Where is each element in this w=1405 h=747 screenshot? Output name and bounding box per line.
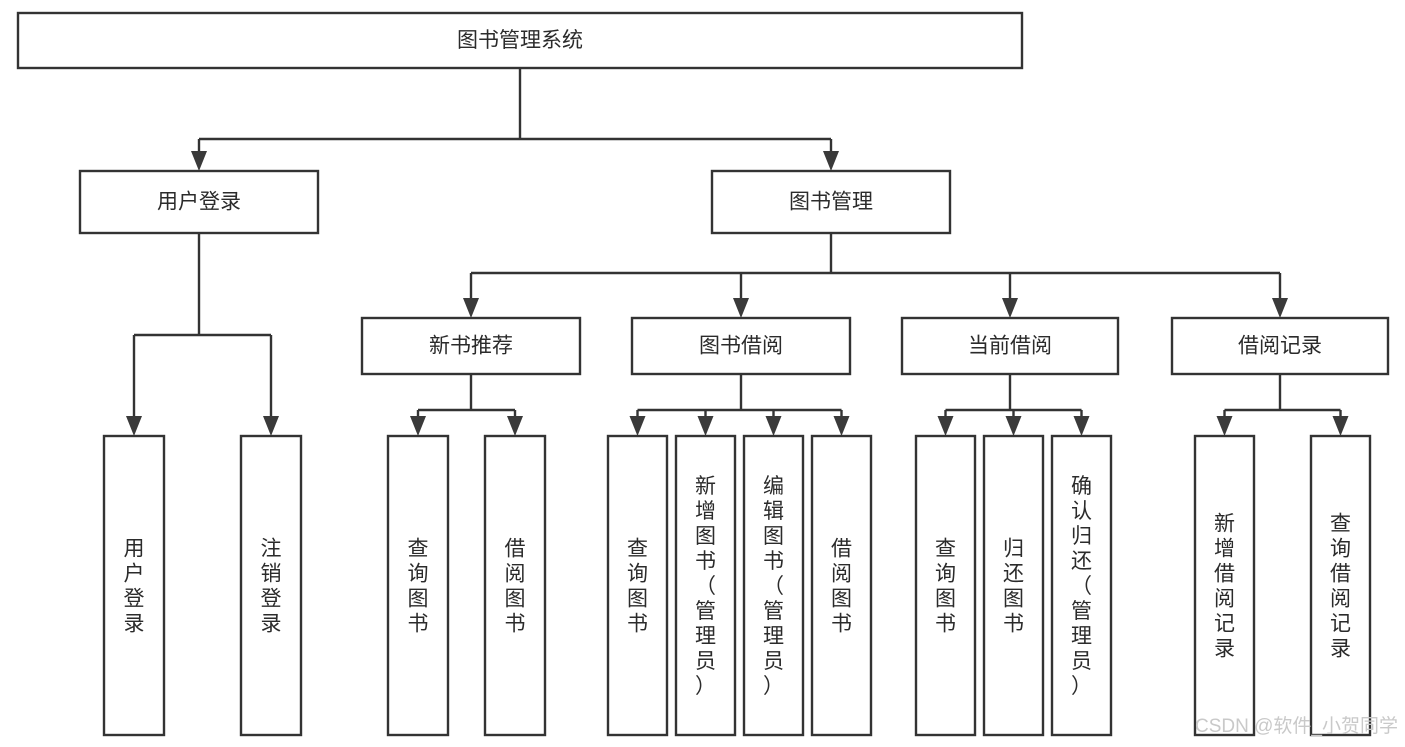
node-label-new-book-recommend: 新书推荐 (429, 335, 513, 358)
arrow-icon-user-login-1 (263, 416, 279, 436)
arrow-icon-book-manage-3 (1272, 298, 1288, 318)
node-label-leaf-query-borrow-record: 查询借阅记录 (1330, 513, 1351, 661)
node-leaf-confirm-return-admin[interactable]: 确认归还（管理员） (1050, 434, 1113, 737)
arrow-icon-book-manage-2 (1002, 298, 1018, 318)
node-label-leaf-add-borrow-record: 新增借阅记录 (1214, 513, 1235, 661)
node-box-leaf-borrow-book-recommend (483, 434, 547, 737)
node-label-borrow-record: 借阅记录 (1238, 335, 1322, 358)
connectors-layer (126, 68, 1349, 436)
node-leaf-user-login[interactable]: 用户登录 (102, 434, 166, 737)
node-label-leaf-confirm-return-admin: 确认归还（管理员） (1071, 475, 1092, 698)
node-label-book-borrow: 图书借阅 (699, 335, 783, 358)
arrow-icon-borrow-record-0 (1216, 416, 1233, 436)
arrow-icon-book-borrow-3 (833, 416, 850, 436)
node-leaf-user-logout[interactable]: 注销登录 (239, 434, 303, 737)
node-new-book-recommend[interactable]: 新书推荐 (360, 316, 582, 376)
node-box-book-borrow (630, 316, 852, 376)
arrow-icon-book-manage-1 (733, 298, 749, 318)
node-leaf-edit-book-admin[interactable]: 编辑图书（管理员） (742, 434, 805, 737)
node-borrow-record[interactable]: 借阅记录 (1170, 316, 1390, 376)
node-leaf-query-book-current[interactable]: 查询图书 (914, 434, 977, 737)
node-label-root: 图书管理系统 (457, 29, 583, 52)
node-box-leaf-borrow-book (810, 434, 873, 737)
node-root[interactable]: 图书管理系统 (16, 11, 1024, 70)
node-box-current-borrow (900, 316, 1120, 376)
arrow-icon-user-login-0 (126, 416, 142, 436)
node-box-user-login (78, 169, 320, 235)
arrow-icon-root-0 (191, 151, 207, 171)
node-label-leaf-query-book-recommend: 查询图书 (408, 538, 429, 636)
node-leaf-query-book-recommend[interactable]: 查询图书 (386, 434, 450, 737)
node-book-manage[interactable]: 图书管理 (710, 169, 952, 235)
node-label-book-manage: 图书管理 (789, 191, 873, 214)
node-label-leaf-user-login: 用户登录 (124, 538, 145, 636)
arrow-icon-borrow-record-1 (1332, 416, 1349, 436)
node-box-leaf-query-book-current (914, 434, 977, 737)
node-book-borrow[interactable]: 图书借阅 (630, 316, 852, 376)
node-box-leaf-add-book-admin (674, 434, 737, 737)
node-leaf-add-book-admin[interactable]: 新增图书（管理员） (674, 434, 737, 737)
node-box-borrow-record (1170, 316, 1390, 376)
node-box-new-book-recommend (360, 316, 582, 376)
node-box-leaf-add-borrow-record (1193, 434, 1256, 737)
node-leaf-add-borrow-record[interactable]: 新增借阅记录 (1193, 434, 1256, 737)
node-box-leaf-edit-book-admin (742, 434, 805, 737)
arrow-icon-current-borrow-0 (937, 416, 954, 436)
arrow-icon-book-borrow-0 (629, 416, 646, 436)
node-label-user-login: 用户登录 (157, 191, 241, 214)
node-box-leaf-query-book-borrow (606, 434, 669, 737)
arrow-icon-root-1 (823, 151, 839, 171)
node-label-current-borrow: 当前借阅 (968, 335, 1052, 358)
arrow-icon-new-book-recommend-0 (410, 416, 426, 436)
arrow-icon-book-manage-0 (463, 298, 479, 318)
node-leaf-borrow-book[interactable]: 借阅图书 (810, 434, 873, 737)
node-label-leaf-borrow-book-recommend: 借阅图书 (505, 538, 526, 636)
arrow-icon-current-borrow-1 (1005, 416, 1022, 436)
nodes-layer: 图书管理系统用户登录图书管理新书推荐图书借阅当前借阅借阅记录用户登录注销登录查询… (16, 11, 1390, 737)
csdn-watermark: CSDN @软件_小贺同学 (1195, 715, 1398, 737)
node-label-leaf-query-book-borrow: 查询图书 (627, 538, 648, 636)
node-box-leaf-user-login (102, 434, 166, 737)
node-leaf-borrow-book-recommend[interactable]: 借阅图书 (483, 434, 547, 737)
node-label-leaf-edit-book-admin: 编辑图书（管理员） (763, 475, 784, 698)
arrow-icon-current-borrow-2 (1073, 416, 1090, 436)
node-label-leaf-return-book: 归还图书 (1003, 538, 1024, 636)
node-leaf-return-book[interactable]: 归还图书 (982, 434, 1045, 737)
node-leaf-query-book-borrow[interactable]: 查询图书 (606, 434, 669, 737)
node-current-borrow[interactable]: 当前借阅 (900, 316, 1120, 376)
node-user-login[interactable]: 用户登录 (78, 169, 320, 235)
node-label-leaf-user-logout: 注销登录 (261, 538, 282, 636)
arrow-icon-new-book-recommend-1 (507, 416, 523, 436)
node-box-leaf-query-book-recommend (386, 434, 450, 737)
node-box-leaf-return-book (982, 434, 1045, 737)
node-leaf-query-borrow-record[interactable]: 查询借阅记录 (1309, 434, 1372, 737)
node-box-leaf-confirm-return-admin (1050, 434, 1113, 737)
node-box-root (16, 11, 1024, 70)
arrow-icon-book-borrow-1 (697, 416, 714, 436)
node-label-leaf-add-book-admin: 新增图书（管理员） (695, 475, 716, 698)
node-box-leaf-query-borrow-record (1309, 434, 1372, 737)
node-label-leaf-query-book-current: 查询图书 (935, 538, 956, 636)
node-label-leaf-borrow-book: 借阅图书 (831, 538, 852, 636)
node-box-book-manage (710, 169, 952, 235)
node-box-leaf-user-logout (239, 434, 303, 737)
arrow-icon-book-borrow-2 (765, 416, 782, 436)
